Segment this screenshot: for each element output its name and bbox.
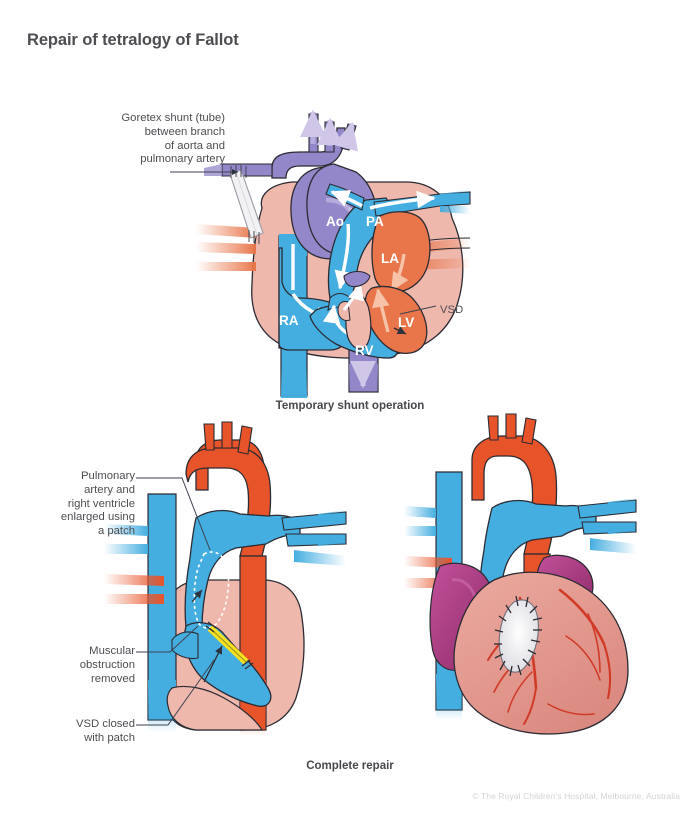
heart-cross-section-shunt-diagram: Ao PA LA RA RV LV — [170, 109, 471, 398]
label-rv: RV — [355, 343, 374, 358]
leader-line-patch — [136, 477, 211, 551]
label-ra: RA — [279, 313, 299, 328]
callout-vsd-closed-patch: VSD closed with patch — [75, 718, 135, 744]
leader-line-vsd-patch — [136, 659, 215, 726]
rv-outflow-patch — [494, 595, 543, 677]
leader-lines-bottom — [136, 477, 215, 726]
copyright-notice: © The Royal Children's Hospital, Melbour… — [472, 791, 680, 801]
callout-vsd: VSD — [440, 304, 464, 316]
caption-temporary-shunt: Temporary shunt operation — [275, 400, 425, 412]
repair-cutaway-diagram — [104, 421, 347, 736]
left-atrium — [371, 211, 431, 293]
callout-goretex-shunt: Goretex shunt (tube) between branch of a… — [121, 112, 225, 166]
external-heart-view — [404, 413, 637, 736]
label-lv: LV — [398, 315, 414, 330]
leader-line-muscular — [136, 625, 199, 653]
caption-complete-repair: Complete repair — [306, 760, 394, 772]
patch-sutures — [494, 595, 543, 677]
systemic-vessels-left — [196, 224, 256, 271]
label-la: LA — [381, 251, 399, 266]
callout-pulmonary-patch: Pulmonary artery and right ventricle enl… — [60, 470, 135, 538]
label-pa: PA — [366, 214, 384, 229]
figure-temporary-shunt: Ao PA LA RA RV LV Temporary shunt operat… — [0, 48, 700, 423]
figure-complete-repair: Complete repair — [0, 413, 700, 785]
page-title: Repair of tetralogy of Fallot — [27, 31, 239, 49]
chamber-labels: Ao PA LA RA RV LV — [279, 214, 414, 358]
callout-muscular-obstruction: Muscular obstruction removed — [79, 645, 135, 685]
aortic-valve-override — [343, 270, 371, 288]
leader-line-vsd — [399, 305, 437, 315]
label-ao: Ao — [326, 214, 344, 229]
complete-repair-diagrams — [104, 413, 637, 736]
leader-lines — [170, 169, 437, 315]
